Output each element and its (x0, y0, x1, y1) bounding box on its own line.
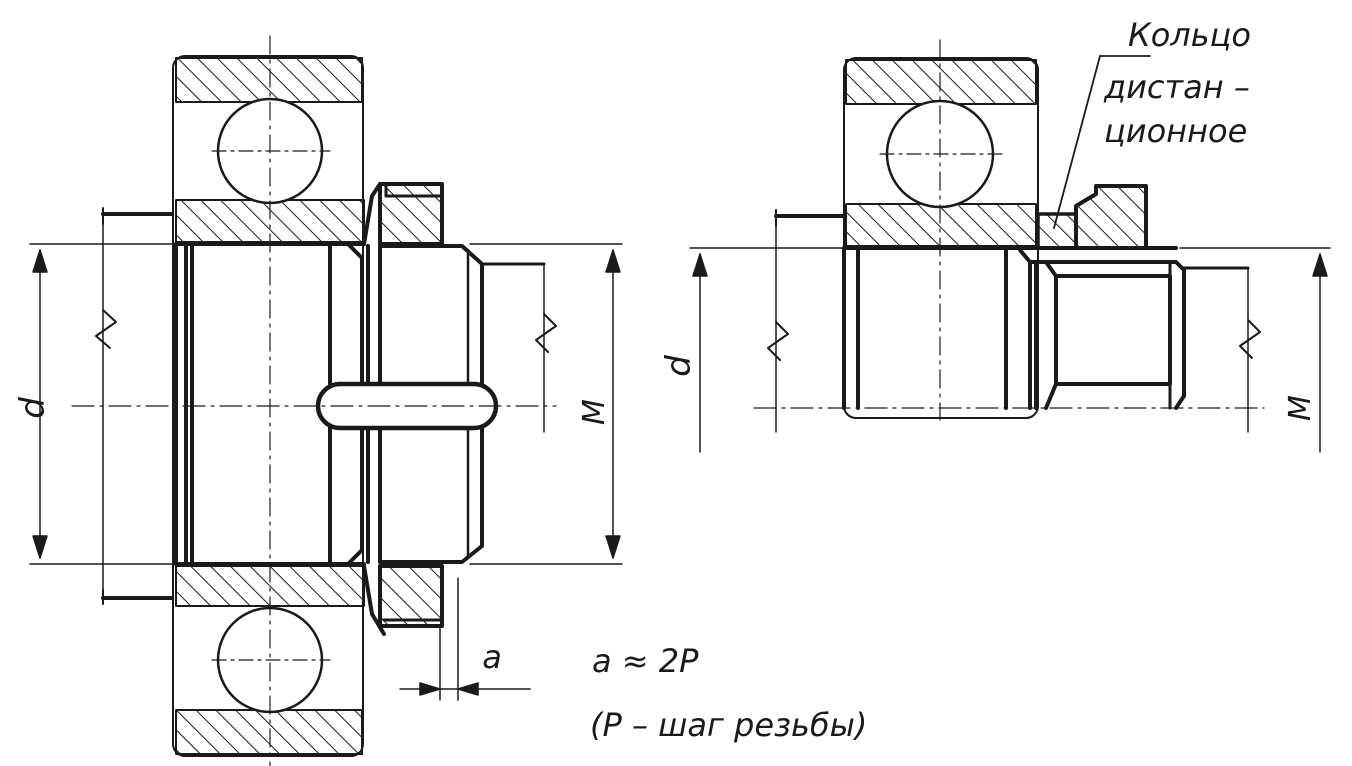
right-view (689, 39, 1331, 453)
left-locknut-top (362, 182, 444, 246)
pitch-note-label: (P – шаг резьбы) (590, 706, 867, 744)
right-shaft (774, 209, 1250, 410)
callout-line-1: Кольцо (1128, 16, 1251, 54)
left-dim-d-label: d (13, 397, 53, 419)
right-dim-m-label: M (1283, 395, 1318, 421)
right-dim-d-label: d (659, 355, 699, 377)
left-dim-m-label: M (577, 399, 612, 425)
left-bearing (172, 35, 365, 766)
left-dim-d (29, 213, 177, 599)
callout-line-3: ционное (1104, 112, 1247, 150)
right-bearing (843, 39, 1039, 421)
callout-line-2: дистан – (1103, 68, 1250, 106)
formula-label: a ≈ 2P (592, 642, 699, 680)
right-dim-d (689, 215, 847, 453)
left-locknut-bottom (362, 564, 444, 636)
left-view (29, 35, 623, 766)
spacer-callout-leader (1053, 55, 1151, 229)
right-dim-m (1179, 247, 1331, 453)
right-nut (1074, 184, 1148, 250)
left-dim-m (469, 243, 623, 565)
left-dim-a-label: a (482, 638, 502, 676)
left-dim-a (399, 577, 531, 701)
